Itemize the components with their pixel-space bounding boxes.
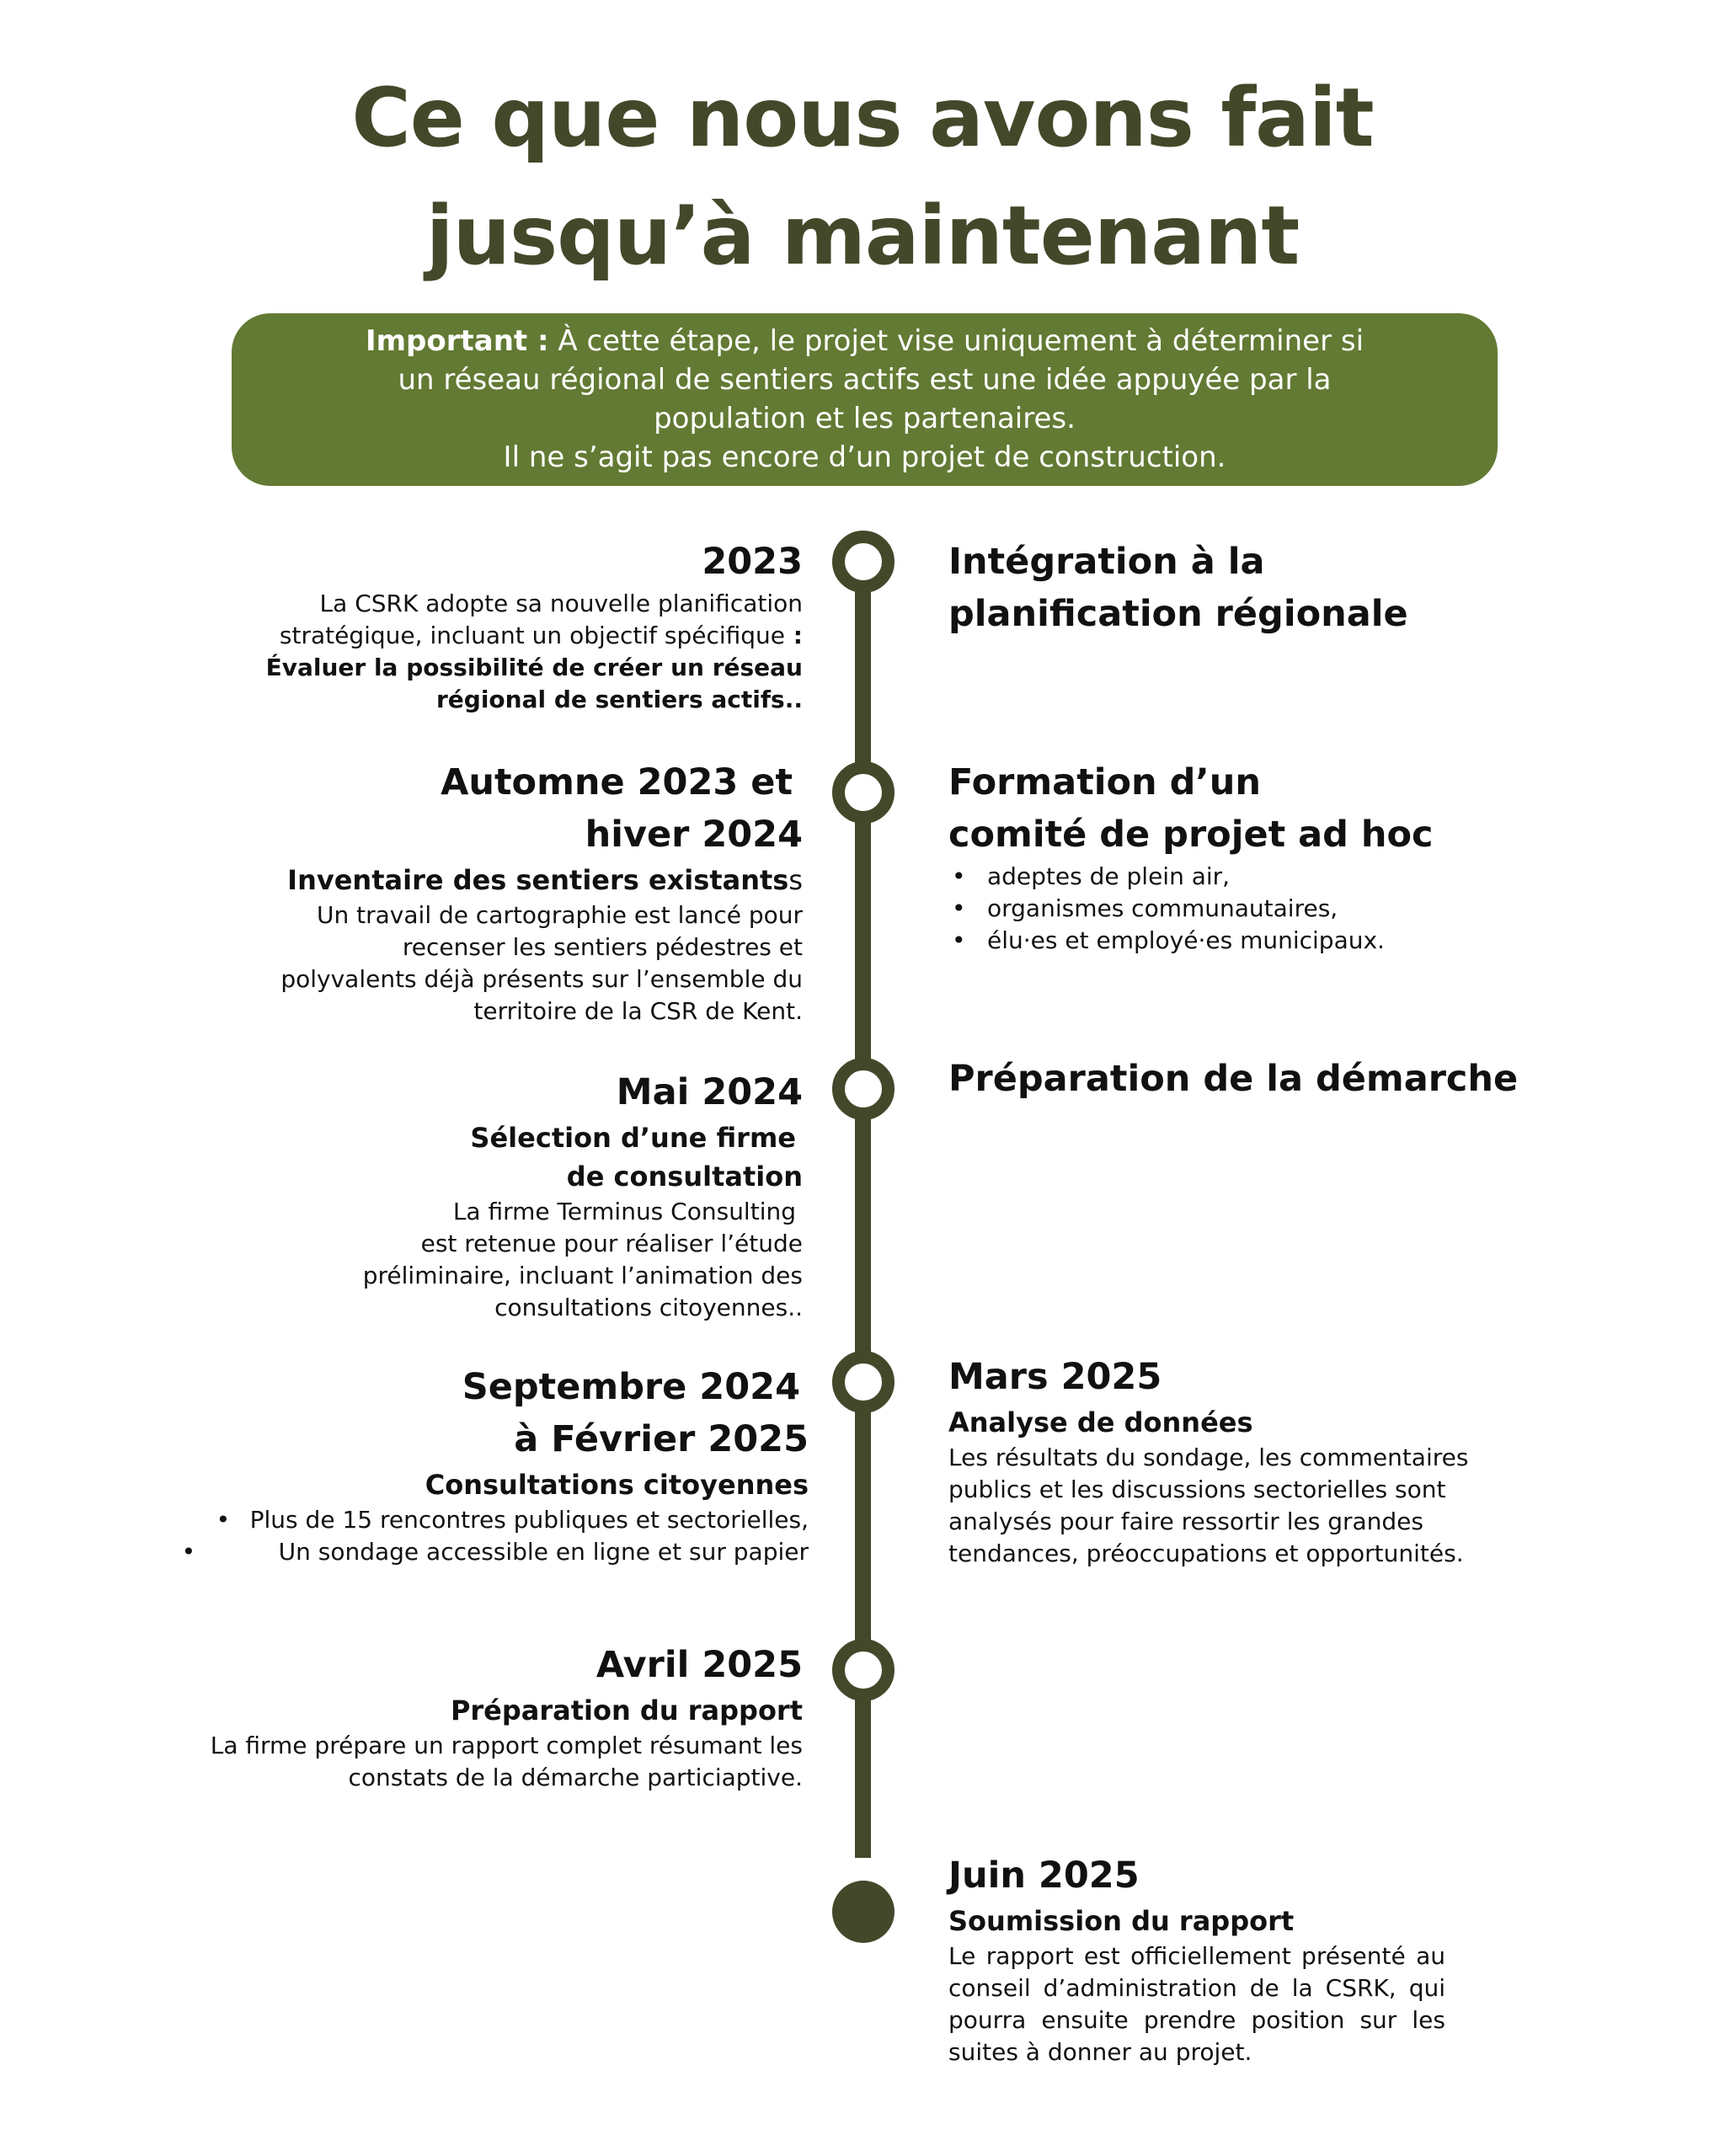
entry-heading: Préparation de la démarche xyxy=(948,1058,1519,1100)
heading-line: comité de projet ad hoc xyxy=(948,814,1434,856)
timeline-node-septembre-2024 xyxy=(832,1351,895,1413)
entry-body: Le rapport est officiellement présenté a… xyxy=(948,1942,1445,2066)
date-line: à Février 2025 xyxy=(514,1418,809,1460)
body-text: stratégique, incluant un objectif spécif… xyxy=(279,622,786,649)
heading-line: Intégration à la xyxy=(948,541,1265,583)
body-line: recenser les sentiers pédestres et xyxy=(402,933,803,961)
entry-body: Les résultats du sondage, les commentair… xyxy=(948,1442,1468,1570)
date-line: hiver 2024 xyxy=(585,814,803,856)
title-line-1: Ce que nous avons fait xyxy=(351,71,1374,165)
body-line: Les résultats du sondage, les commentair… xyxy=(948,1444,1469,1471)
body-line: préliminaire, incluant l’animation des xyxy=(362,1262,803,1289)
entry-body: La CSRK adopte sa nouvelle planification… xyxy=(266,588,803,716)
timeline-node-automne-2023 xyxy=(832,761,895,824)
title-line-2: jusqu’à maintenant xyxy=(425,189,1300,283)
heading-line: planification régionale xyxy=(948,593,1408,635)
body-line: stratégique, incluant un objectif spécif… xyxy=(266,620,803,652)
entry-date: Juin 2025 xyxy=(948,1854,1140,1897)
list-item: élu·es et employé·es municipaux. xyxy=(948,925,1434,957)
entry-subhead: Soumission du rapport xyxy=(948,1905,1295,1937)
notice-text-1: À cette étape, le projet vise uniquement… xyxy=(558,324,1365,358)
entry-mai-2024: Mai 2024 Sélection d’une firme de consul… xyxy=(363,1066,803,1324)
entry-heading: Formation d’un comité de projet ad hoc xyxy=(948,756,1434,861)
body-line: polyvalents déjà présents sur l’ensemble… xyxy=(280,965,803,993)
timeline-node-avril-2025 xyxy=(832,1639,895,1701)
entry-2023: 2023 La CSRK adopte sa nouvelle planific… xyxy=(266,536,803,716)
body-line: est retenue pour réaliser l’étude xyxy=(420,1230,803,1257)
entry-subhead: Consultations citoyennes xyxy=(425,1469,809,1501)
body-line: publics et les discussions sectorielles … xyxy=(948,1476,1446,1503)
body-line: constats de la démarche particiaptive. xyxy=(348,1764,803,1791)
body-colon: : xyxy=(785,622,803,649)
subhead-text: Inventaire des sentiers existants xyxy=(287,864,789,896)
entry-automne-2023: Automne 2023 et hiver 2024 Inventaire de… xyxy=(280,756,803,1027)
entry-juin-2025: Juin 2025 Soumission du rapport Le rappo… xyxy=(948,1849,1445,2068)
timeline-node-mai-2024 xyxy=(832,1058,895,1120)
date-line: Automne 2023 et xyxy=(441,761,793,803)
entry-heading: Intégration à la planification régionale xyxy=(948,536,1408,640)
important-notice-banner: Important : À cette étape, le projet vis… xyxy=(232,313,1498,486)
list-item-text: Plus de 15 rencontres publiques et secto… xyxy=(249,1506,809,1534)
timeline-node-juin-2025 xyxy=(832,1881,895,1943)
timeline-node-2023 xyxy=(832,531,895,593)
entry-date: Mars 2025 xyxy=(948,1356,1162,1398)
list-item: • Un sondage accessible en ligne et sur p… xyxy=(182,1536,809,1568)
heading-line: Formation d’un xyxy=(948,761,1261,803)
timeline-line xyxy=(855,556,871,1858)
entry-date: Mai 2024 xyxy=(616,1071,803,1113)
list-item-text: Un sondage accessible en ligne et sur pa… xyxy=(278,1538,809,1566)
body-line: analysés pour faire ressortir les grande… xyxy=(948,1508,1423,1535)
consultations-list: • Plus de 15 rencontres publiques et sect… xyxy=(182,1504,809,1568)
entry-integration: Intégration à la planification régionale xyxy=(948,536,1408,640)
body-line: La firme prépare un rapport complet résu… xyxy=(210,1732,803,1759)
entry-septembre-2024: Septembre 2024 à Février 2025 Consultati… xyxy=(182,1361,809,1568)
notice-line-3: population et les partenaires. xyxy=(654,402,1076,435)
entry-date: Automne 2023 et hiver 2024 xyxy=(280,756,803,861)
entry-body: Un travail de cartographie est lancé pou… xyxy=(280,899,803,1027)
entry-date: Avril 2025 xyxy=(595,1644,803,1686)
entry-subhead: Analyse de données xyxy=(948,1406,1253,1438)
body-line: Un travail de cartographie est lancé pou… xyxy=(317,901,803,929)
body-line: consultations citoyennes.. xyxy=(494,1294,803,1321)
entry-avril-2025: Avril 2025 Préparation du rapport La fir… xyxy=(211,1639,803,1794)
entry-date: Septembre 2024 à Février 2025 xyxy=(250,1361,809,1465)
body-bold-line: Évaluer la possibilité de créer un résea… xyxy=(265,654,803,681)
body-line: La CSRK adopte sa nouvelle planification xyxy=(319,590,803,617)
date-line: Septembre 2024 xyxy=(462,1366,800,1408)
notice-line-1: Important : À cette étape, le projet vis… xyxy=(282,322,1447,360)
subhead-line: de consultation xyxy=(566,1161,803,1193)
list-item: organismes communautaires, xyxy=(948,893,1434,925)
page-title: Ce que nous avons fait jusqu’à maintenan… xyxy=(0,59,1725,295)
formation-list: adeptes de plein air, organismes communa… xyxy=(948,861,1434,957)
entry-date: 2023 xyxy=(702,541,803,583)
subhead-tail: s xyxy=(788,864,803,896)
list-item: • Plus de 15 rencontres publiques et sect… xyxy=(216,1504,809,1536)
body-bold-line: régional de sentiers actifs.. xyxy=(435,686,803,713)
entry-preparation: Préparation de la démarche xyxy=(948,1053,1518,1105)
bullet: • xyxy=(216,1506,231,1534)
body-line: tendances, préoccupations et opportunité… xyxy=(948,1540,1464,1567)
entry-subhead: Sélection d’une firme de consultation xyxy=(363,1118,803,1196)
list-item: adeptes de plein air, xyxy=(948,861,1434,893)
notice-line-2: un réseau régional de sentiers actifs es… xyxy=(398,363,1332,397)
entry-body: La firme prépare un rapport complet résu… xyxy=(211,1730,803,1794)
entry-subhead: Préparation du rapport xyxy=(450,1694,803,1726)
entry-subhead: Inventaire des sentiers existantss xyxy=(280,861,803,899)
body-line: La firme Terminus Consulting xyxy=(452,1198,796,1225)
notice-label: Important : xyxy=(365,324,549,358)
notice-line-4: Il ne s’agit pas encore d’un projet de c… xyxy=(503,440,1226,474)
entry-formation: Formation d’un comité de projet ad hoc a… xyxy=(948,756,1434,957)
body-line: territoire de la CSR de Kent. xyxy=(473,997,803,1025)
entry-body: La firme Terminus Consulting est retenue… xyxy=(363,1196,803,1324)
subhead-line: Sélection d’une firme xyxy=(470,1122,796,1154)
entry-mars-2025: Mars 2025 Analyse de données Les résulta… xyxy=(948,1351,1468,1570)
bullet: • xyxy=(181,1538,196,1566)
